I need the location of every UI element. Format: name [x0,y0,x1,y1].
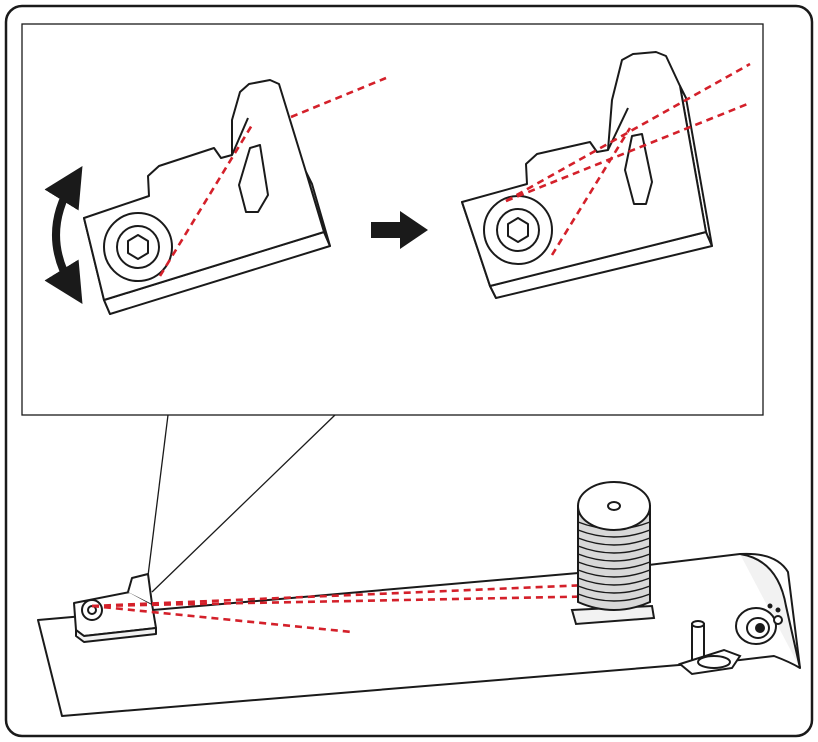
thread-spool [570,481,656,626]
tension-knob [735,603,783,645]
rotate-arrow-icon [44,165,83,305]
zoom-line-left [145,414,169,593]
thread-guide-before [83,79,331,315]
guide-slot [238,144,269,213]
thread-path-before [158,76,387,277]
right-arrow-icon [371,211,428,249]
spool-pin [677,620,742,676]
bolt-hex [507,217,529,243]
zoom-line-right [151,414,336,593]
bolt-hex [127,234,149,260]
thread-guide-small [73,573,157,643]
thread-path-after [505,62,751,256]
thread-path-overview [91,582,613,634]
